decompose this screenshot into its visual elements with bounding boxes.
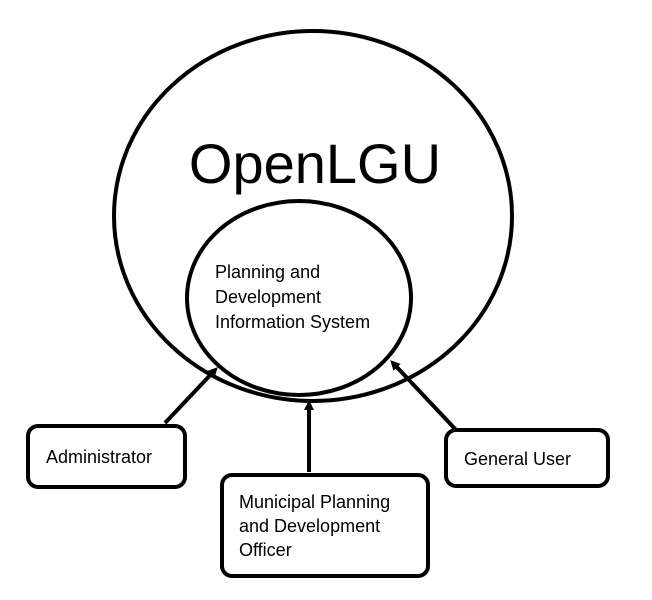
administrator-arrow: [163, 367, 218, 425]
actor-planning-officer-label-line-2: and Development: [239, 516, 380, 536]
actor-planning-officer-label: Municipal Planning and Development Offic…: [239, 492, 395, 560]
planning-system-label-line-3: Information System: [215, 312, 370, 332]
actor-administrator-box: [26, 424, 187, 489]
openlgu-title: OpenLGU: [189, 132, 441, 195]
actor-planning-officer-label-line-3: Officer: [239, 540, 292, 560]
general-user-arrow: [390, 360, 460, 434]
planning-system-label-line-2: Development: [215, 287, 321, 307]
openlgu-boundary-circle: [112, 29, 514, 403]
actor-administrator-label: Administrator: [46, 447, 152, 467]
actor-general-user[interactable]: General User: [444, 428, 610, 488]
planning-system-label-line-1: Planning and: [215, 262, 320, 282]
actor-planning-officer-box: [220, 473, 430, 578]
actor-general-user-label-line-1: General User: [464, 449, 571, 469]
actor-general-user-label: General User: [464, 449, 571, 469]
actor-planning-officer[interactable]: Municipal Planning and Development Offic…: [220, 473, 430, 578]
actor-administrator-label-line-1: Administrator: [46, 447, 152, 467]
actor-general-user-box: [444, 428, 610, 488]
actor-planning-officer-label-line-1: Municipal Planning: [239, 492, 390, 512]
planning-system-circle: [185, 199, 413, 397]
planning-system-label: Planning and Development Information Sys…: [215, 262, 370, 332]
actor-administrator[interactable]: Administrator: [26, 424, 187, 489]
